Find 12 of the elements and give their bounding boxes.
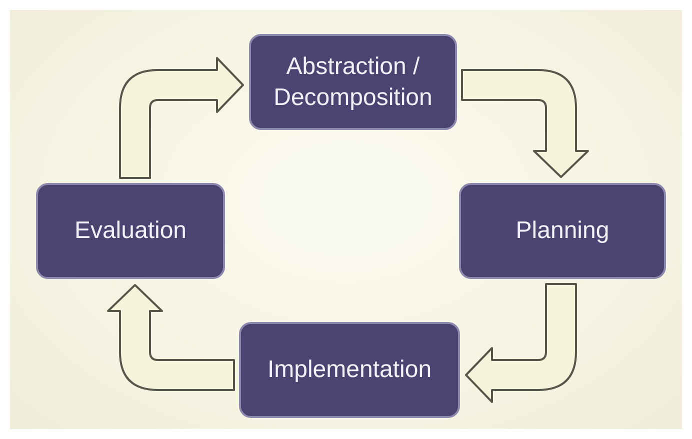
process-box bbox=[459, 183, 666, 279]
process-box bbox=[239, 322, 460, 418]
box-label: Evaluation bbox=[74, 216, 187, 246]
process-box bbox=[36, 183, 225, 279]
block-arrow bbox=[461, 69, 589, 178]
box-label: Abstraction / Decomposition bbox=[272, 52, 434, 113]
block-arrow bbox=[465, 283, 577, 403]
box-label: Implementation bbox=[267, 355, 432, 386]
block-arrow bbox=[119, 57, 244, 179]
process-box bbox=[249, 34, 457, 130]
box-label: Planning bbox=[516, 216, 610, 246]
block-arrow bbox=[107, 284, 235, 391]
